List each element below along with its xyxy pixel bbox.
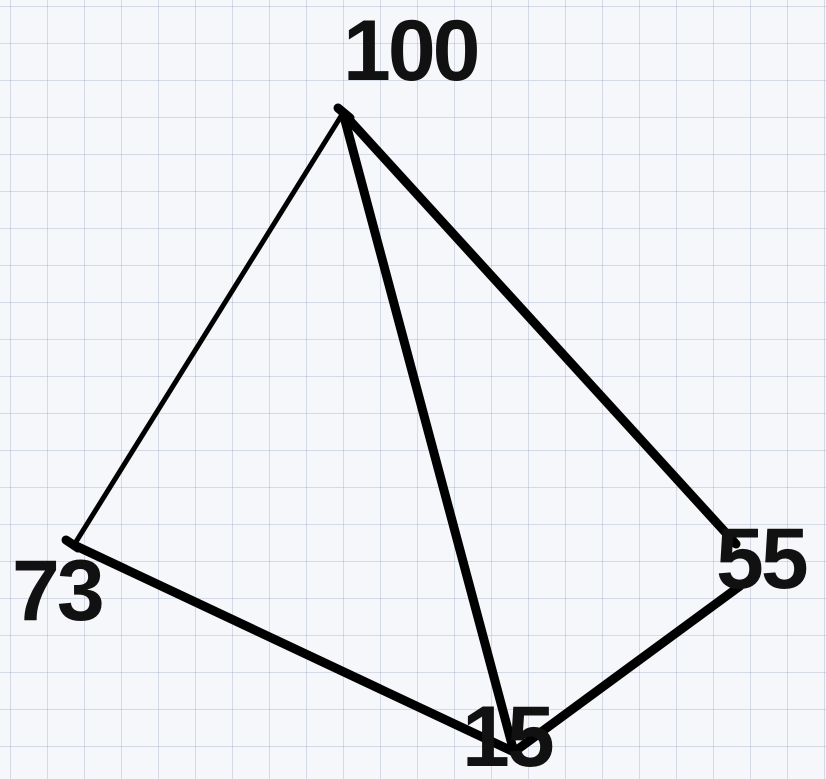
node-label-100: 100	[343, 3, 480, 99]
edge-73-15	[69, 540, 519, 757]
node-label-73: 73	[12, 543, 105, 639]
edge-100-15	[338, 108, 519, 757]
edge-15-55	[509, 581, 745, 757]
node-label-15: 15	[462, 689, 555, 779]
node-label-55: 55	[716, 511, 809, 607]
edge-100-55	[338, 108, 741, 549]
edge-100-73	[71, 110, 346, 548]
